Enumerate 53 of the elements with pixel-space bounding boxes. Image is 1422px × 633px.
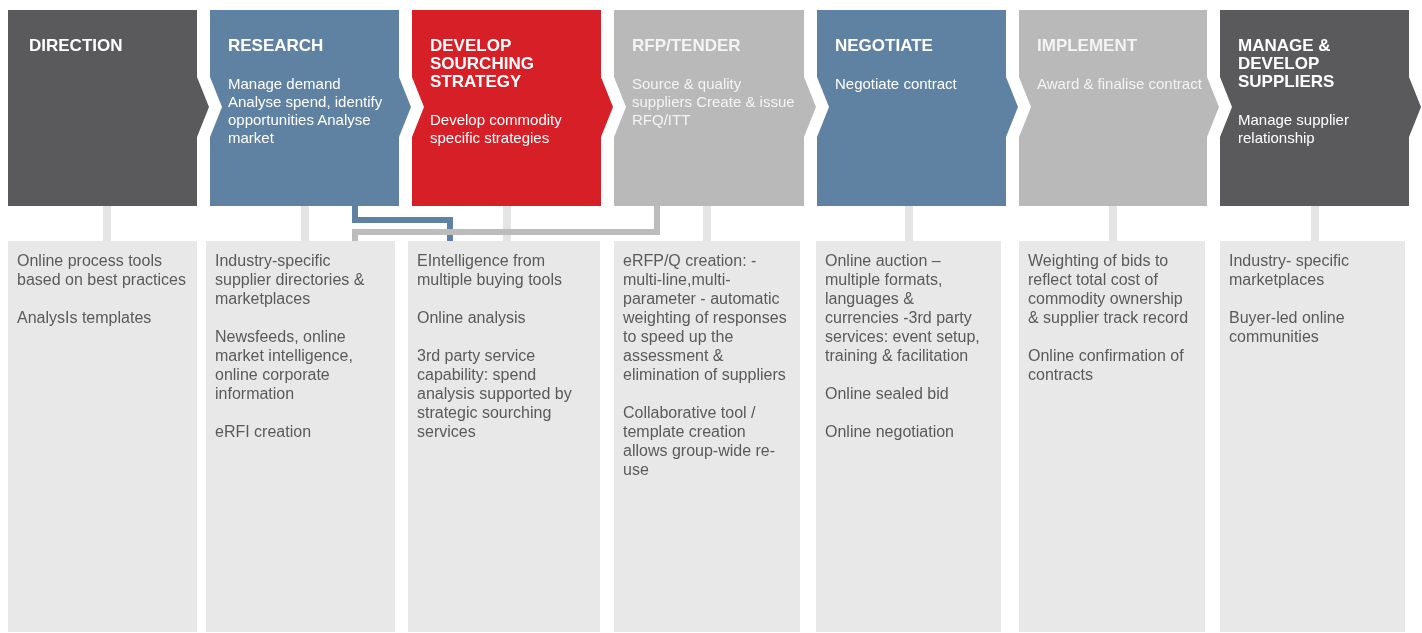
tools-panel — [816, 241, 1001, 632]
tool-text: 3rd party service capability: spend analysis supported by strategic sourching services — [417, 346, 573, 441]
stage-title: NEGOTIATE — [835, 37, 934, 55]
tool-text: Industry-specific supplier directories & marketplaces — [215, 251, 366, 308]
tool-text: Online analysis — [417, 308, 527, 327]
tool-text: Newsfeeds, online market intelligence, online corporate information — [215, 327, 354, 403]
tools-panel — [1220, 241, 1405, 632]
stage-title: MANAGE & DEVELOP SUPPLIERS — [1238, 37, 1336, 91]
process-stage-block — [8, 10, 209, 206]
stage-description: Manage supplier relationship — [1238, 111, 1350, 147]
connector-line — [1109, 206, 1117, 241]
tool-text: EIntelligence from multiple buying tools — [417, 251, 563, 289]
stage-description: Manage demand Analyse spend, identify opportunities Analyse market — [228, 75, 384, 147]
connector-line — [1311, 206, 1319, 241]
process-stage-block — [817, 10, 1018, 206]
stage-description: Source & quality suppliers Create & issue RFQ/ITT — [632, 75, 796, 129]
tool-text: Online process tools based on best practices — [17, 251, 187, 289]
tools-panel — [614, 241, 800, 632]
stage-title: RESEARCH — [228, 37, 325, 55]
stage-title: RFP/TENDER — [632, 37, 742, 55]
tool-text: eRFP/Q creation: - multi-line,multi-parameter - automatic weighting of responses to speed up the assessment & elimination of suppliers — [623, 251, 788, 384]
connector-line — [703, 206, 711, 241]
stage-title: DIRECTION — [29, 37, 124, 55]
connector-line — [352, 206, 453, 241]
tool-text: Weighting of bids to reflect total cost of commodity ownership & supplier track record — [1028, 251, 1190, 327]
tool-text: eRFI creation — [215, 422, 313, 441]
tool-text: Online confirmation of contracts — [1028, 346, 1185, 384]
tool-text: Collaborative tool / template creation allows group-wide re-use — [623, 403, 777, 479]
stage-title: IMPLEMENT — [1037, 37, 1139, 55]
process-stage-block — [1019, 10, 1219, 206]
stage-title: DEVELOP SOURCHING STRATEGY — [430, 37, 535, 91]
tools-panel — [408, 241, 600, 632]
tool-text: AnalysIs templates — [17, 308, 153, 327]
tool-text: Online negotiation — [825, 422, 955, 441]
process-stage-block — [1220, 10, 1421, 206]
stage-description: Develop commodity specific strategies — [430, 111, 563, 147]
tool-text: Buyer-led online communities — [1229, 308, 1346, 346]
tools-panel — [206, 241, 395, 632]
stage-description: Negotiate contract — [835, 75, 958, 93]
connector-line — [352, 206, 660, 241]
stage-description: Award & finalise contract — [1037, 75, 1203, 93]
tool-text: Online auction – multiple formats, languages & currencies -3rd party services: event setup, training & facilitation — [825, 251, 981, 365]
process-stage-block — [210, 10, 411, 206]
process-stage-block — [614, 10, 816, 206]
tools-panel — [8, 241, 197, 632]
connector-line — [301, 206, 309, 241]
connector-line — [103, 206, 111, 241]
tool-text: Industry- specific marketplaces — [1229, 251, 1351, 289]
tool-text: Online sealed bid — [825, 384, 950, 403]
connector-line — [503, 206, 511, 241]
process-stage-block — [412, 10, 613, 206]
connector-line — [905, 206, 913, 241]
tools-panel — [1019, 241, 1205, 632]
